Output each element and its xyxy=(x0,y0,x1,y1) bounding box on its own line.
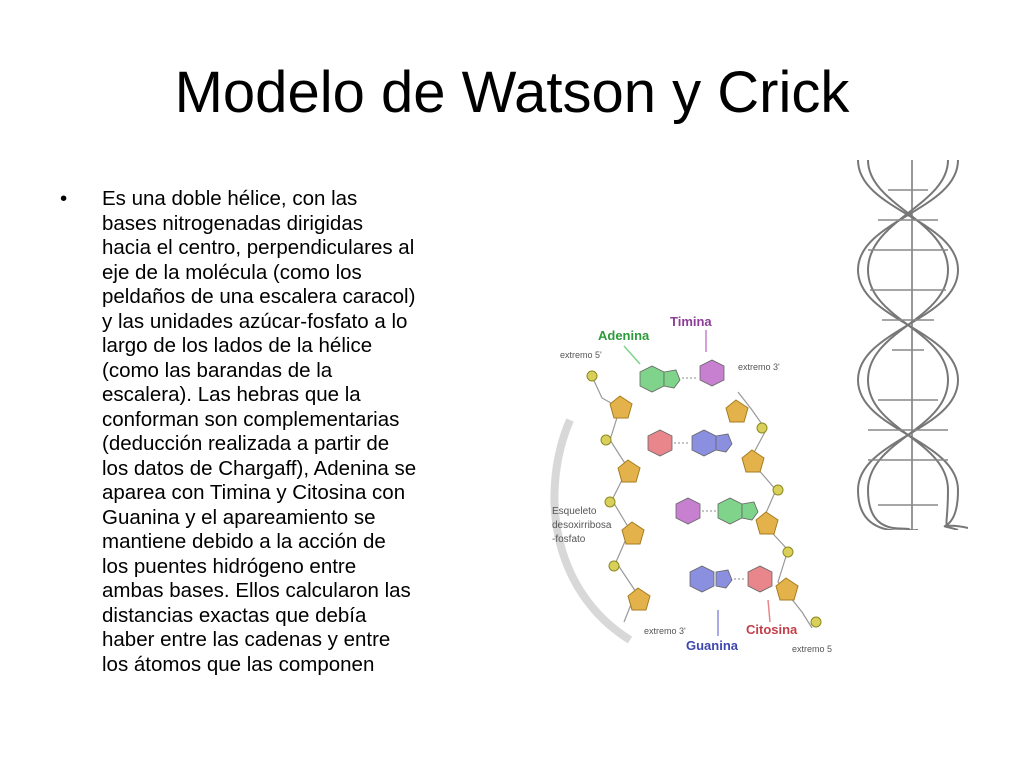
label-extremo5-top: extremo 5' xyxy=(560,350,602,360)
adenina-arrow xyxy=(623,345,641,365)
bullet-text: Es una doble hélice, con las bases nitro… xyxy=(102,187,417,676)
bullet-marker: • xyxy=(60,187,68,210)
phosphate xyxy=(586,370,598,382)
backbone-shade xyxy=(550,418,633,644)
helix-strand xyxy=(866,160,950,530)
phosphate xyxy=(810,616,822,628)
sugar xyxy=(621,521,645,545)
phosphate xyxy=(600,434,612,446)
sugar xyxy=(775,577,799,601)
sugar xyxy=(627,587,651,611)
thymine-ring xyxy=(699,359,725,387)
sugar xyxy=(617,459,641,483)
base-pair-at-1 xyxy=(639,359,725,393)
label-adenina: Adenina xyxy=(598,328,650,343)
citosina-arrow xyxy=(767,599,771,623)
guanine-ring xyxy=(691,429,717,457)
label-guanina: Guanina xyxy=(686,638,739,653)
sugar xyxy=(725,399,749,423)
bullet-item: • Es una doble hélice, con las bases nit… xyxy=(60,187,520,677)
sugar xyxy=(741,449,765,473)
cytosine-ring xyxy=(647,429,673,457)
adenine-ring xyxy=(639,365,665,393)
helix-strand xyxy=(866,160,968,529)
adenine-ring xyxy=(717,497,743,525)
guanine-ring xyxy=(715,433,733,453)
base-pair-gc-1 xyxy=(647,429,733,457)
label-extremo5-bottom: extremo 5 xyxy=(792,644,832,654)
phosphate xyxy=(772,484,784,496)
dna-structure-diagram: Adenina Timina extremo 5' extremo 3' Esq… xyxy=(550,314,832,654)
phosphate-group xyxy=(586,370,822,628)
helix-rungs xyxy=(868,189,948,506)
label-arrows xyxy=(623,330,771,636)
sugar xyxy=(755,511,779,535)
bullet-list: • Es una doble hélice, con las bases nit… xyxy=(60,187,520,677)
helix-strand xyxy=(856,160,960,530)
base-pair-gc-2 xyxy=(689,565,773,593)
phosphate xyxy=(608,560,620,572)
label-extremo3-top: extremo 3' xyxy=(738,362,780,372)
label-fosfato: -fosfato xyxy=(552,534,586,545)
thymine-ring xyxy=(675,497,701,525)
label-extremo3-bottom: extremo 3' xyxy=(644,626,686,636)
guanine-ring xyxy=(689,565,715,593)
phosphate xyxy=(604,496,616,508)
phosphate xyxy=(782,546,794,558)
double-helix-illustration xyxy=(856,160,968,530)
phosphate xyxy=(756,422,768,434)
label-desoxirribosa: desoxirribosa xyxy=(552,520,612,531)
sugar-group xyxy=(609,395,799,611)
label-citosina: Citosina xyxy=(746,622,798,637)
base-pair-ta-2 xyxy=(675,497,759,525)
cytosine-ring xyxy=(747,565,773,593)
helix-strand xyxy=(856,160,960,530)
sugar xyxy=(609,395,633,419)
adenine-ring xyxy=(663,369,681,389)
guanine-ring xyxy=(715,569,733,589)
label-timina: Timina xyxy=(670,314,712,329)
slide-title: Modelo de Watson y Crick xyxy=(174,60,850,125)
label-esqueleto: Esqueleto xyxy=(552,506,597,517)
adenine-ring xyxy=(741,501,759,521)
